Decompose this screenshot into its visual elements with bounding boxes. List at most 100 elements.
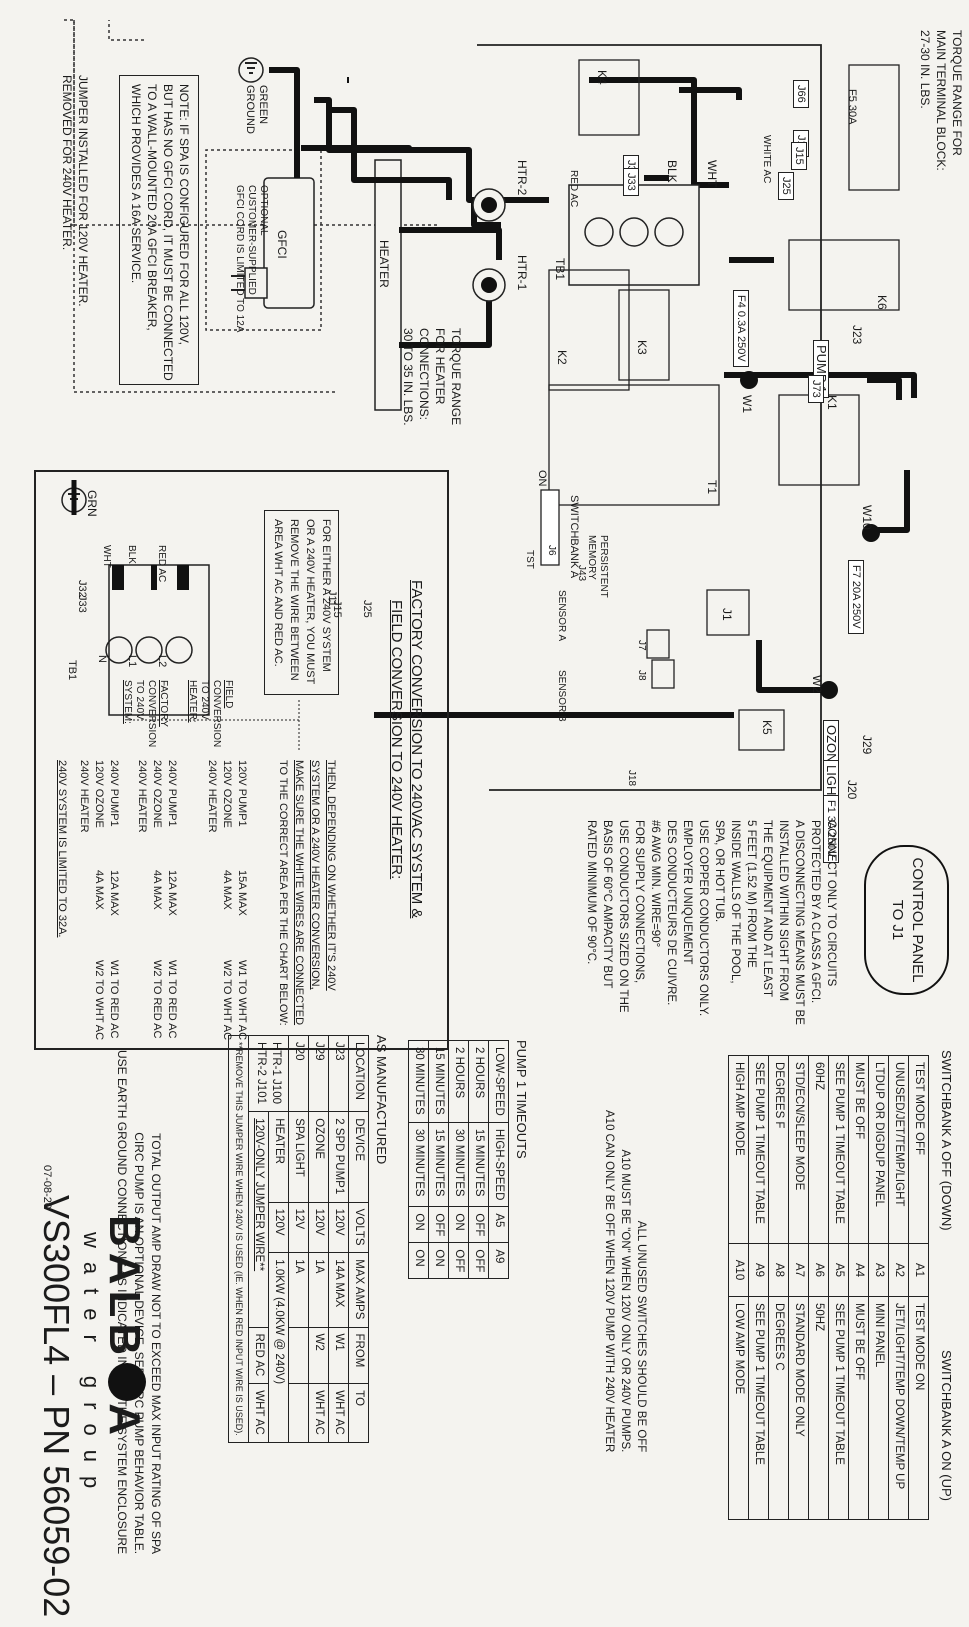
- pump-timeouts-cell: 2 HOURS: [448, 1040, 469, 1123]
- as-manufactured-cell: WHT AC: [328, 1383, 349, 1443]
- ground-symbol: [238, 57, 264, 83]
- switch-on-desc: MINI PANEL: [868, 1296, 889, 1520]
- conv-n: N: [96, 655, 108, 663]
- switch-id: A9: [748, 1243, 769, 1297]
- pump-timeouts-cell: 30 MINUTES: [408, 1122, 429, 1207]
- htr2-loc: HTR-2 J101: [255, 1042, 268, 1104]
- gfci-neutral-wire: [329, 107, 452, 200]
- as-manufactured-cell: J29: [308, 1035, 329, 1112]
- as-manufactured-header-cell: VOLTS: [348, 1202, 369, 1253]
- switch-id: A4: [848, 1243, 869, 1297]
- switch-on-desc: MUST BE OFF: [848, 1296, 869, 1520]
- relay-k6: [788, 239, 900, 311]
- conv-j33: J33: [76, 595, 88, 613]
- jumper-dotted-wire: [73, 20, 337, 393]
- as-manufactured-cell: W1: [328, 1327, 349, 1384]
- relay-k3: [618, 289, 670, 381]
- switch-off-desc: STD/ECN/SLEEP MODE: [788, 1055, 809, 1244]
- j1-label: J1: [720, 608, 734, 621]
- blk-label: BLK: [665, 160, 679, 183]
- heater-device: HEATER: [268, 1111, 289, 1203]
- sensor-a-label: SENSOR A: [556, 590, 567, 642]
- j23-label: J23: [850, 325, 864, 345]
- pump-timeouts-cell: ON: [408, 1242, 429, 1279]
- switchbank-off-title: SWITCHBANK A OFF (DOWN): [939, 1050, 954, 1231]
- as-manufactured-header-cell: LOCATION: [348, 1035, 369, 1112]
- connector-j1: [706, 589, 750, 636]
- k2-label: K2: [555, 350, 569, 365]
- pump-timeouts-cell: ON: [408, 1206, 429, 1243]
- switch-off-desc: 60HZ: [808, 1055, 829, 1244]
- switch-on-desc: SEE PUMP 1 TIMEOUT TABLE: [748, 1296, 769, 1520]
- k6-label: K6: [875, 295, 889, 310]
- switch-on-desc: LOW AMP MODE: [728, 1296, 749, 1520]
- limit-note: 240V SYSTEM IS LIMITED TO 32A.: [56, 760, 68, 938]
- as-manufactured-cell: W2: [308, 1327, 329, 1384]
- switchbank-on-title: SWITCHBANK A ON (UP): [939, 1350, 954, 1501]
- conv-red-label: RED AC: [156, 545, 167, 583]
- j29-label: J29: [860, 735, 874, 755]
- pump-timeouts-header-cell: A9: [488, 1242, 509, 1279]
- conv-j25: J25: [361, 600, 373, 618]
- grn-label: GRN: [85, 490, 99, 517]
- as-manufactured-cell: J20: [288, 1035, 309, 1112]
- brand-tagline: water group: [79, 1232, 104, 1503]
- j33-label: J33: [623, 168, 639, 196]
- as-manufactured-cell: [288, 1383, 309, 1443]
- f4-label: F4 0.3A 250V: [733, 290, 749, 367]
- f7-label: F7 20A 250V: [848, 560, 864, 634]
- field-rows: 120V PUMP115A MAXW1 TO WHT AC 120V OZONE…: [206, 760, 248, 1041]
- k3-label: K3: [635, 340, 649, 355]
- k4-label: K4: [595, 70, 609, 85]
- conv-l2: L2: [156, 655, 168, 668]
- switch-id: A10: [728, 1243, 749, 1297]
- pump-timeouts-cell: ON: [448, 1206, 469, 1243]
- f5-label: F5 30A: [846, 89, 858, 125]
- as-manufactured-cell: 120V: [328, 1202, 349, 1253]
- switch-off-desc: SEE PUMP 1 TIMEOUT TABLE: [828, 1055, 849, 1244]
- switch-id: A8: [768, 1243, 789, 1297]
- jumper-to: WHT AC: [248, 1383, 269, 1443]
- white-ac-label: WHITE AC: [761, 135, 772, 184]
- w1-label: W1: [740, 395, 754, 413]
- switch-on-desc: DEGREES C: [768, 1296, 789, 1520]
- conv-wht-label: WHT: [101, 545, 112, 568]
- conv-blk-label: BLK: [126, 545, 137, 564]
- pump-timeouts-header-cell: LOW-SPEED: [488, 1040, 509, 1123]
- relay-k1: [778, 394, 860, 486]
- remove-note: **REMOVE THIS JUMPER WIRE WHEN 240V IS U…: [228, 1035, 249, 1443]
- j43-label: J43: [576, 565, 587, 582]
- gfci-label: GFCI: [275, 230, 289, 259]
- pump-timeouts-cell: 30 MINUTES: [408, 1040, 429, 1123]
- heater-volts: 120V: [268, 1202, 289, 1253]
- gfci-optional-box: [205, 149, 322, 331]
- on-label: ON: [536, 470, 548, 487]
- as-manufactured-header-cell: MAX AMPS: [348, 1252, 369, 1328]
- as-manufactured-cell: J23: [328, 1035, 349, 1112]
- heater-amps: 1.0KW (4.0KW @ 240V): [268, 1252, 289, 1443]
- relay-k2: [548, 269, 630, 391]
- pump-timeouts-cell: 2 HOURS: [468, 1040, 489, 1123]
- t1-label: T1: [705, 480, 719, 495]
- fuse-f5-box: [848, 64, 900, 191]
- as-manufactured-cell: 2 SPD PUMP1: [328, 1111, 349, 1203]
- as-manufactured-cell: [288, 1327, 309, 1384]
- as-manufactured-cell: OZONE: [308, 1111, 329, 1203]
